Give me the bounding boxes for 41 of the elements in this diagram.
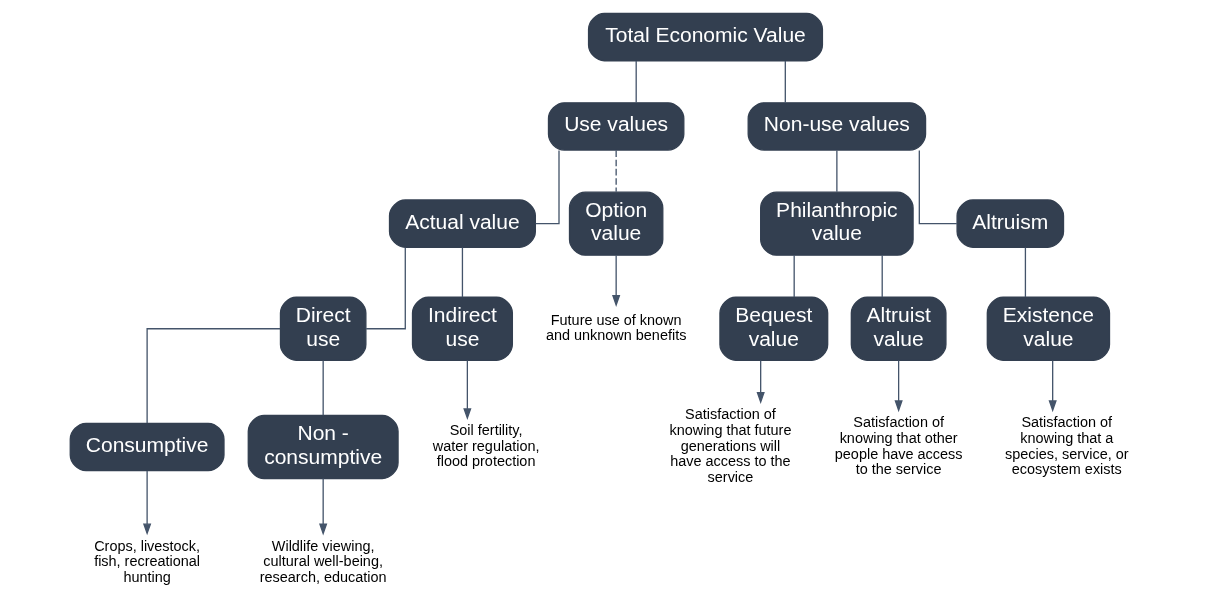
node-text: Crops, livestock, fish, recreational hunting <box>94 537 201 586</box>
arrow <box>142 470 152 536</box>
node-text: Satisfaction of knowing that future generations will have access to the service <box>669 406 792 486</box>
node-box: Total Economic Value <box>587 12 824 62</box>
connector <box>1024 246 1027 298</box>
node-text: Satisfaction of knowing that a species, service, or ecosystem exists <box>1005 414 1129 478</box>
node-text: Future use of known and unknown benefits <box>545 311 687 344</box>
node-box: Altruism <box>956 199 1065 248</box>
arrow <box>756 359 765 404</box>
node-box: Non-use values <box>747 102 927 151</box>
node-box: Direct use <box>279 296 367 361</box>
arrow <box>612 254 621 307</box>
node-text: Wildlife viewing, cultural well-being, research, education <box>259 537 387 586</box>
node-box: Altruist value <box>850 296 947 361</box>
node-text: Soil fertility, water regulation, flood protection <box>432 421 540 470</box>
node-box: Non - consumptive <box>247 414 399 480</box>
node-box: Use values <box>547 102 685 151</box>
connector <box>836 149 838 193</box>
node-box: Bequest value <box>719 296 829 361</box>
connector <box>534 149 560 225</box>
node-box: Option value <box>568 191 664 256</box>
arrow <box>319 477 328 536</box>
node-box: Existence value <box>986 296 1111 361</box>
node-box: Consumptive <box>69 422 225 472</box>
connector <box>146 328 281 424</box>
connector <box>322 359 324 416</box>
node-box: Actual value <box>388 199 536 248</box>
node-box: Indirect use <box>411 296 513 361</box>
connector <box>784 60 786 104</box>
connector <box>635 60 637 104</box>
connector <box>793 254 795 298</box>
arrow <box>463 359 472 421</box>
connector <box>918 149 958 225</box>
connector <box>365 246 406 330</box>
arrow <box>1048 359 1057 413</box>
connector <box>615 149 617 193</box>
connector <box>881 254 883 298</box>
node-text: Satisfaction of knowing that other people have access to the service <box>834 414 963 478</box>
node-box: Philanthropic value <box>760 191 914 256</box>
arrow <box>894 359 903 413</box>
connector <box>461 246 464 298</box>
